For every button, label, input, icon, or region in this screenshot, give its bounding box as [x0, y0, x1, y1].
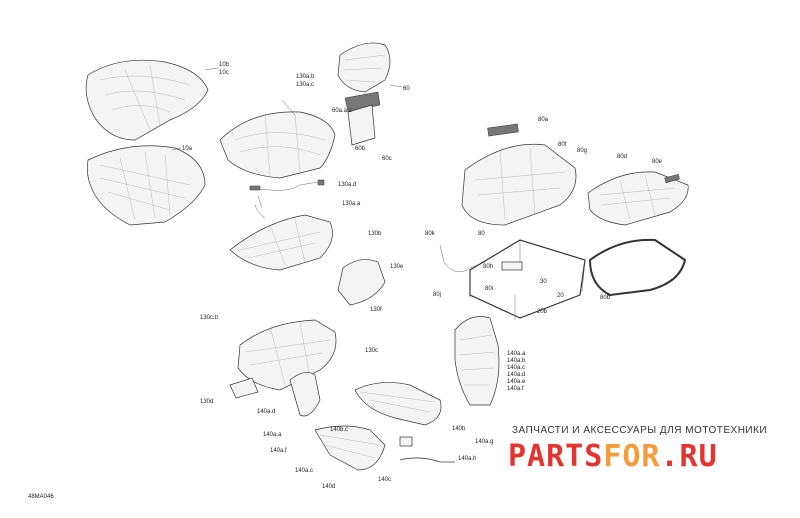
label-140af: 140a.f: [507, 386, 524, 392]
logo-for: FOR: [603, 439, 660, 474]
label-140bc: 140b.c: [330, 427, 348, 433]
label-130cb: 130c.b: [200, 315, 219, 321]
label-20: 20: [557, 293, 564, 299]
logo-parts: PARTS: [508, 439, 603, 474]
label-140ab2: 140b: [452, 426, 466, 432]
storage-lid-part: [587, 171, 689, 226]
label-130b: 130b: [368, 231, 382, 237]
label-80g: 80g: [577, 148, 587, 154]
label-80k: 80k: [425, 231, 436, 237]
label-140a2: 140a.a: [263, 432, 282, 438]
label-80f: 80f: [558, 142, 567, 148]
watermark-logo: PARTSFOR.RU: [508, 439, 718, 474]
label-140ah: 140a.h: [458, 456, 476, 462]
label-80e: 80e: [652, 159, 663, 165]
upper-frame-part: [229, 214, 333, 271]
label-80j: 80j: [433, 292, 441, 298]
label-130ab: 130a.b: [296, 74, 315, 80]
arm-bracket-part: [289, 372, 442, 471]
label-130ad: 130a.d: [338, 182, 356, 188]
label-10a: 10a: [182, 146, 193, 152]
watermark-tagline: ЗАПЧАСТИ И АКСЕССУАРЫ ДЛЯ МОТОТЕХНИКИ: [512, 425, 767, 436]
label-130ac: 130a.c: [296, 82, 314, 88]
label-140d: 140d: [322, 484, 335, 490]
label-140c: 140c: [378, 477, 391, 483]
seat-cover-part: [85, 59, 209, 141]
label-130e: 130e: [390, 264, 404, 270]
label-140ac: 140a.c: [507, 365, 525, 371]
side-panel-part: [337, 259, 386, 306]
label-140ad: 140a.d: [507, 372, 525, 378]
logo-ru: .RU: [661, 439, 718, 474]
tub-frame-part: [469, 239, 586, 320]
label-80b: 80b: [600, 295, 611, 301]
label-60b: 60b: [355, 146, 366, 152]
label-140ae: 140a.e: [507, 379, 526, 385]
label-140aa: 140a.a: [507, 351, 526, 357]
storage-tub-part: [461, 123, 577, 226]
label-60: 60: [403, 86, 410, 92]
label-140ac2: 140a.c: [295, 468, 313, 474]
label-60aac: 60a.a.c: [332, 108, 352, 114]
label-140ad2: 140a.d: [257, 409, 275, 415]
drawing-code: 48MA046: [28, 494, 54, 500]
label-10c: 10c: [219, 70, 229, 76]
label-30: 30: [540, 279, 547, 285]
label-80: 80: [478, 231, 485, 237]
backrest-foam-part: [219, 111, 336, 179]
backrest-part: [337, 42, 391, 146]
seat-base-part: [86, 145, 206, 226]
label-80d: 80d: [617, 154, 627, 160]
label-10b: 10b: [219, 62, 230, 68]
label-80i: 80i: [485, 286, 493, 292]
label-80h: 80h: [483, 264, 493, 270]
label-20b: 20b: [537, 309, 548, 315]
label-130aa: 130a.a: [342, 201, 361, 207]
label-140af2: 140a.f: [270, 448, 287, 454]
label-80a: 80a: [538, 117, 549, 123]
label-60c: 60c: [382, 156, 392, 162]
label-130c: 130c: [365, 348, 378, 354]
label-130d: 130d: [200, 399, 213, 405]
label-130f: 130f: [370, 307, 382, 313]
watermark: ЗАПЧАСТИ И АКСЕССУАРЫ ДЛЯ МОТОТЕХНИКИ PA…: [508, 425, 767, 474]
side-cover-part: [454, 316, 500, 406]
label-140ag: 140a.g: [475, 439, 493, 445]
lower-frame-part: [229, 319, 337, 399]
label-140ab: 140a.b: [507, 358, 526, 364]
